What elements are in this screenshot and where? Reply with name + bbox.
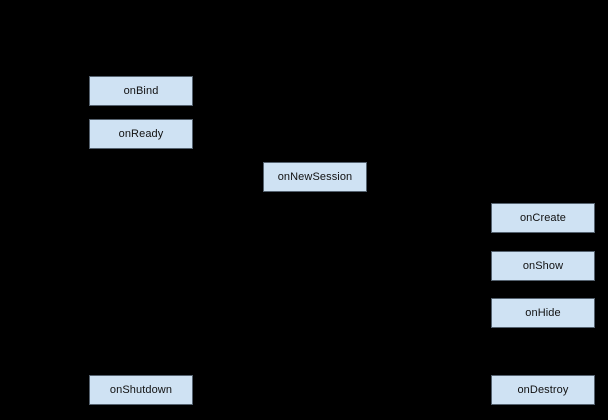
node-ondestroy: onDestroy: [491, 375, 595, 405]
node-onhide: onHide: [491, 298, 595, 328]
node-onshow: onShow: [491, 251, 595, 281]
node-onbind: onBind: [89, 76, 193, 106]
node-oncreate: onCreate: [491, 203, 595, 233]
node-onshutdown: onShutdown: [89, 375, 193, 405]
node-onnewsession: onNewSession: [263, 162, 367, 192]
node-onready: onReady: [89, 119, 193, 149]
